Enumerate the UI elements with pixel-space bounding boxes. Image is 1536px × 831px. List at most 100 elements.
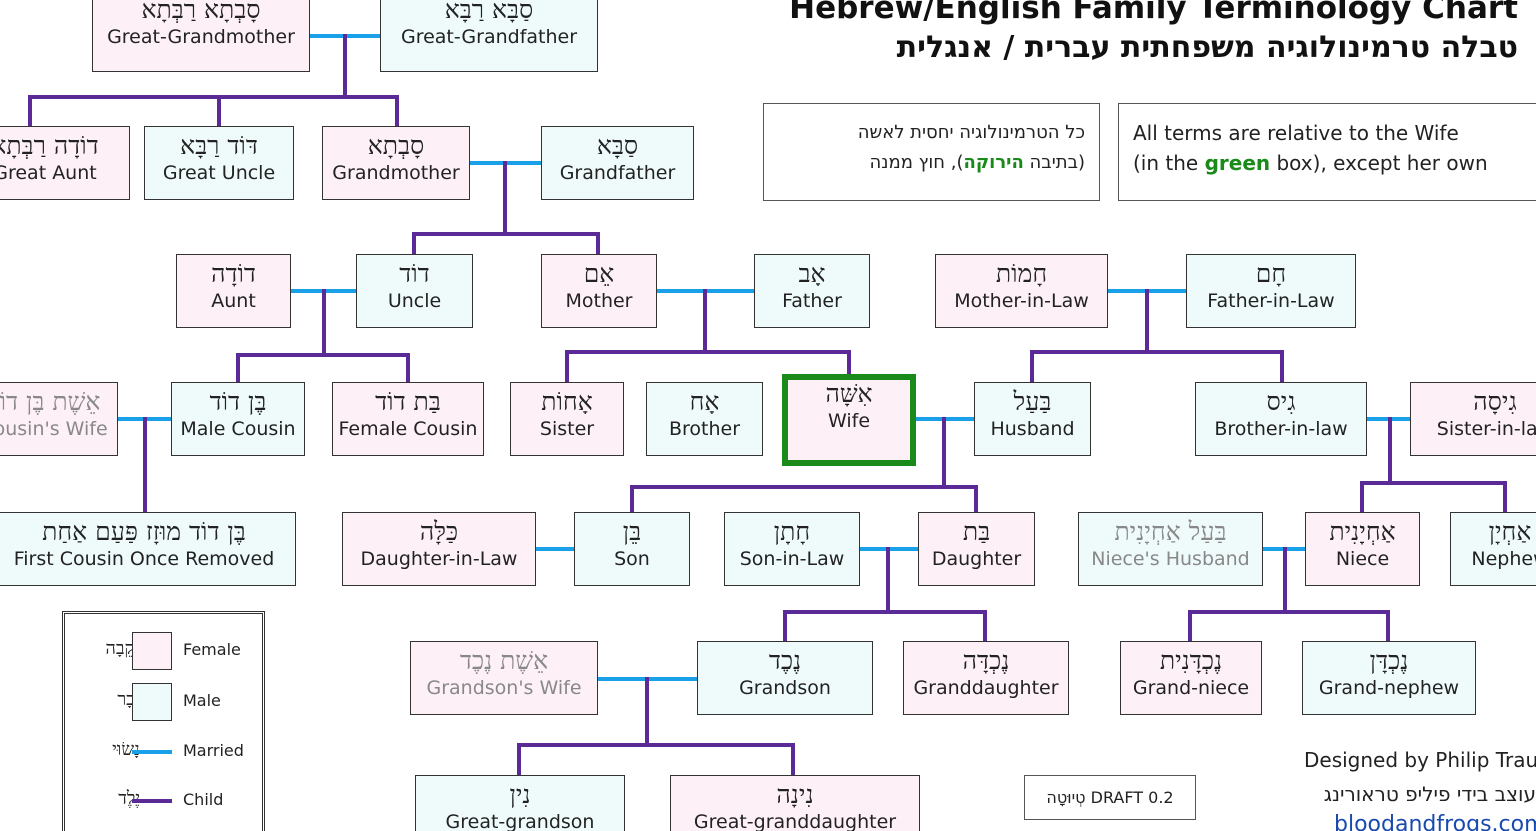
male-cousin-english: Male Cousin xyxy=(180,418,296,440)
uncle-hebrew: דוֹד xyxy=(399,259,430,288)
sister-hebrew: אָחוֹת xyxy=(541,387,593,416)
daughter-english: Daughter xyxy=(931,548,1022,570)
great-granddaughter-hebrew: נִינָה xyxy=(776,780,814,809)
note-english-green-word: green xyxy=(1204,151,1271,175)
grand-nephew-hebrew: נֶכְדָּן xyxy=(1369,646,1409,675)
grandsons-wife-hebrew: אֵשֶׁת נֶכֶד xyxy=(459,646,549,675)
legend: נְקֵבָה Female זָכָר Male נָשׂוּי Marrie… xyxy=(62,611,265,831)
cousins-wife-english: Cousin's Wife xyxy=(0,418,108,440)
box-nephew: אַחְיָןNephew xyxy=(1450,512,1536,586)
wife-english: Wife xyxy=(827,410,871,432)
wife-hebrew: אִשָּׁה xyxy=(825,379,873,408)
great-grandfather-hebrew: סַבָּא רַבָּא xyxy=(444,0,534,24)
note-english: All terms are relative to the Wife (in t… xyxy=(1118,103,1536,201)
grand-niece-hebrew: נֶכְדָּנִית xyxy=(1159,646,1223,675)
chart-title-hebrew: טבלה טרמינולוגיה משפחתית עברית / אנגלית xyxy=(896,30,1518,65)
grandmother-hebrew: סָבְתָא xyxy=(367,131,425,160)
chart-title-english: Hebrew/English Family Terminology Chart xyxy=(789,0,1518,26)
legend-female-swatch xyxy=(132,632,172,670)
credit-english: Designed by Philip Traurig xyxy=(1304,748,1536,772)
cousins-wife-hebrew: אֵשֶׁת בֶּן דוֹד xyxy=(0,387,101,416)
note-hebrew-green-word: הירוקה xyxy=(963,152,1024,173)
father-in-law-english: Father-in-Law xyxy=(1207,290,1335,312)
legend-male-label: Male xyxy=(183,691,221,710)
legend-child-line xyxy=(132,799,172,803)
brother-english: Brother xyxy=(668,418,741,440)
note-english-line-2a: (in the xyxy=(1133,151,1205,175)
nephew-hebrew: אַחְיָן xyxy=(1488,517,1532,546)
mother-in-law-hebrew: חָמוֹת xyxy=(995,259,1048,288)
sister-in-law-english: Sister-in-law xyxy=(1436,418,1536,440)
legend-married-hebrew: נָשׂוּי xyxy=(112,739,140,760)
note-hebrew: כל הטרמינולוגיה יחסית לאשה (בתיבה הירוקה… xyxy=(763,103,1100,201)
great-aunt-hebrew: דוֹדָה רַבְּתָא xyxy=(0,131,99,160)
uncle-english: Uncle xyxy=(387,290,442,312)
great-aunt-english: Great Aunt xyxy=(0,162,97,184)
mother-hebrew: אֵם xyxy=(583,259,615,288)
niece-hebrew: אַחְיָנִית xyxy=(1329,517,1396,546)
grandson-hebrew: נֶכֶד xyxy=(768,646,802,675)
nieces-husband-english: Niece's Husband xyxy=(1091,548,1250,570)
daughter-in-law-hebrew: כַּלָּה xyxy=(419,517,459,546)
first-cousin-once-removed-english: First Cousin Once Removed xyxy=(13,548,275,570)
father-hebrew: אָב xyxy=(798,259,826,288)
draft-label: טְיוּטָה DRAFT 0.2 xyxy=(1024,775,1196,820)
note-english-line-2: (in the green box), except her own xyxy=(1133,148,1536,178)
great-grandfather-english: Great-Grandfather xyxy=(400,26,578,48)
note-hebrew-line-2a: (בתיבה xyxy=(1023,152,1085,173)
niece-english: Niece xyxy=(1335,548,1390,570)
note-english-line-1: All terms are relative to the Wife xyxy=(1133,121,1459,145)
father-in-law-hebrew: חָם xyxy=(1255,259,1287,288)
great-granddaughter-english: Great-granddaughter xyxy=(693,811,897,831)
brother-in-law-hebrew: גִיס xyxy=(1266,387,1296,416)
legend-child-hebrew: יֶלֶד xyxy=(118,788,140,809)
legend-married-label: Married xyxy=(183,741,244,760)
nephew-english: Nephew xyxy=(1471,548,1536,570)
grandfather-english: Grandfather xyxy=(559,162,676,184)
father-english: Father xyxy=(782,290,842,312)
mother-english: Mother xyxy=(565,290,633,312)
great-grandmother-hebrew: סָבְתָא רַבְּתָא xyxy=(141,0,261,24)
note-english-line-2b: box), except her own xyxy=(1270,151,1488,175)
credit-link[interactable]: bloodandfrogs.com xyxy=(1334,812,1536,831)
sister-in-law-hebrew: גִיסָה xyxy=(1473,387,1517,416)
box-cousins-wife: אֵשֶׁת בֶּן דוֹדCousin's Wife xyxy=(0,382,118,456)
great-grandmother-english: Great-Grandmother xyxy=(107,26,295,48)
aunt-hebrew: דוֹדָה xyxy=(211,259,256,288)
legend-married-line xyxy=(132,750,172,754)
note-hebrew-line-2: (בתיבה הירוקה), חוץ ממנה xyxy=(764,148,1085,178)
great-uncle-hebrew: דּוֹד רַבָּא xyxy=(180,131,258,160)
legend-child-label: Child xyxy=(183,790,224,809)
son-english: Son xyxy=(614,548,650,570)
note-hebrew-line-2b: ), חוץ ממנה xyxy=(869,152,964,173)
granddaughter-english: Granddaughter xyxy=(913,677,1059,699)
grandsons-wife-english: Grandson's Wife xyxy=(426,677,582,699)
great-uncle-english: Great Uncle xyxy=(162,162,276,184)
mother-in-law-english: Mother-in-Law xyxy=(954,290,1089,312)
legend-row-male: זָכָר Male xyxy=(65,683,262,723)
